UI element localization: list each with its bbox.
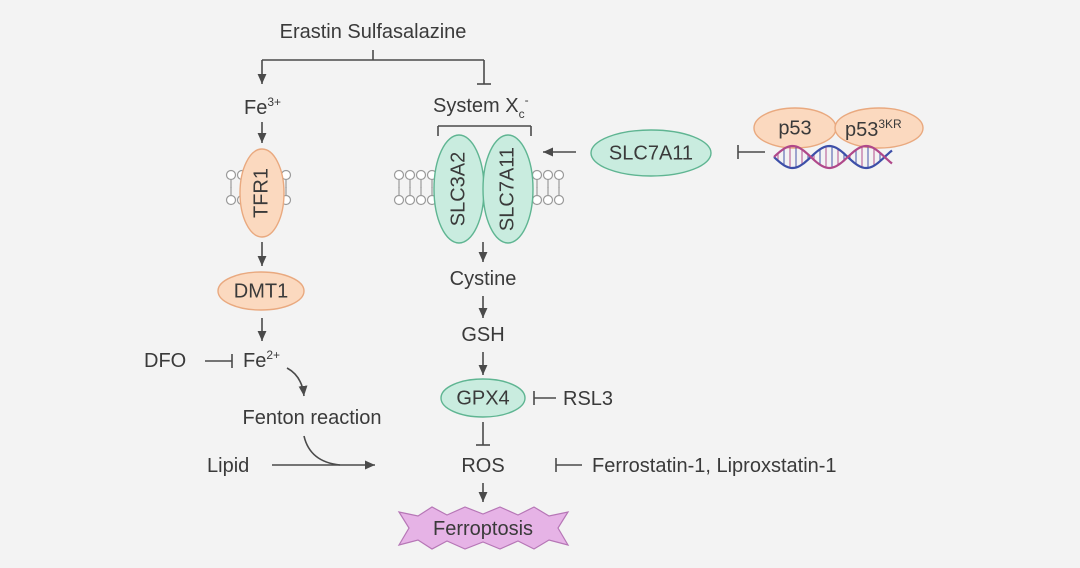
dfo-label: DFO (144, 350, 186, 372)
slc7a11-transporter-node (482, 134, 534, 244)
slc7a11-transporter-label: SLC7A11 (496, 147, 518, 231)
system-xc-bracket (437, 125, 532, 136)
cystine-label: Cystine (450, 268, 517, 290)
lipid-label: Lipid (207, 455, 249, 477)
dna-helix-icon (773, 144, 893, 170)
fe3-label: Fe3+ (244, 95, 281, 119)
dmt1-node (217, 271, 305, 311)
gpx4-node (440, 378, 526, 418)
p53-label: p53 (778, 117, 811, 139)
ros-label: ROS (461, 455, 504, 477)
arrow-fe2-to-fenton (286, 367, 308, 397)
slc7a11-gene-label: SLC7A11 (609, 142, 693, 164)
tfr1-node (239, 148, 285, 238)
inhibit-rsl3-gpx4 (533, 391, 556, 405)
system-xc-label: System Xc- (433, 93, 529, 121)
gsh-label: GSH (461, 324, 504, 346)
slc7a11-gene-node (590, 129, 712, 177)
gpx4-label: GPX4 (456, 387, 509, 409)
fe2-label: Fe2+ (243, 348, 280, 372)
ferroptosis-burst (397, 506, 570, 550)
inhibit-p53-slc7a11 (737, 145, 765, 159)
inhibit-dfo-fe2 (205, 354, 233, 368)
inducers-label: Erastin Sulfasalazine (280, 21, 467, 43)
dmt1-label: DMT1 (234, 280, 288, 302)
p53-3kr-label: p533KR (845, 117, 902, 141)
p53-3kr-node (834, 107, 924, 149)
ros-inhibitors-label: Ferrostatin-1, Liproxstatin-1 (592, 455, 837, 477)
inducer-branch-connector (257, 50, 491, 85)
rsl3-label: RSL3 (563, 388, 613, 410)
slc3a2-label: SLC3A2 (447, 152, 469, 227)
fenton-reaction-label: Fenton reaction (243, 407, 382, 429)
inhibit-gpx4-ros (476, 422, 490, 446)
ferroptosis-label: Ferroptosis (433, 518, 533, 540)
membrane-center (393, 169, 565, 206)
inhibit-ferrostatin-ros (555, 458, 582, 472)
tfr1-label: TFR1 (250, 168, 272, 218)
fenton-merge-curve (303, 435, 341, 466)
